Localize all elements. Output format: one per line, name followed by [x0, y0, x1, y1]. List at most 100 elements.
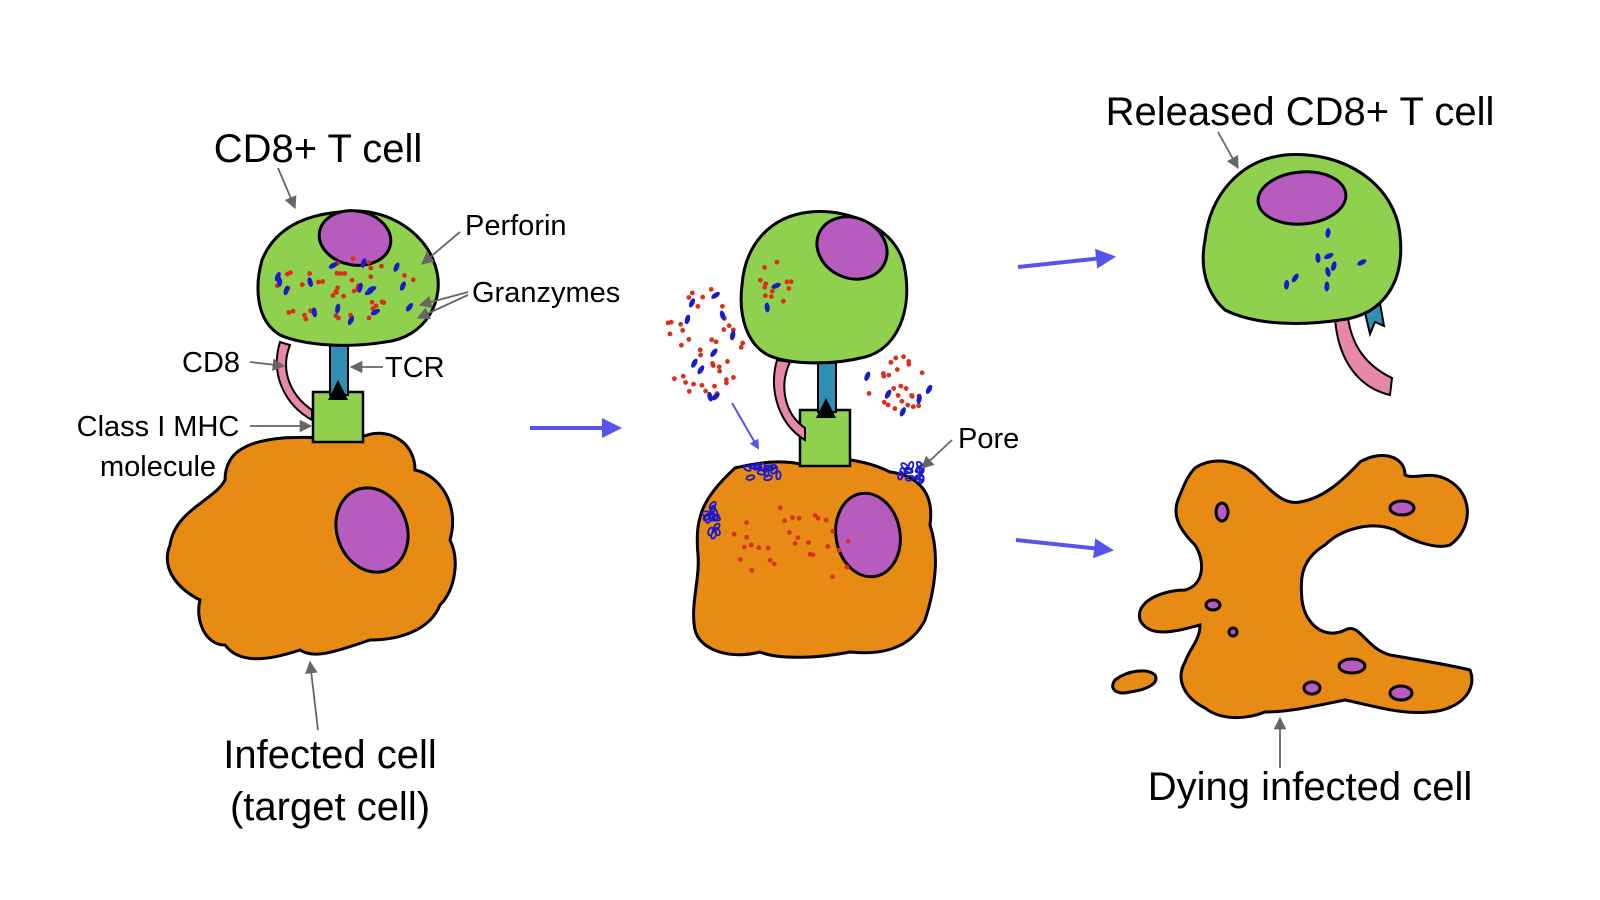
granzyme-dot: [703, 388, 709, 394]
nuclear-fragment-1: [1214, 501, 1230, 523]
granzyme-dot: [894, 367, 900, 372]
granzyme-dot: [795, 535, 801, 541]
panel-1-recognition: CD8+ T cell Perforin Granzymes CD8 TCR C…: [77, 127, 621, 829]
granzyme-dot: [691, 381, 696, 387]
granzyme-dot: [338, 271, 344, 276]
released-t-cell-label: Released CD8+ T cell: [1106, 90, 1495, 134]
perforin-granule: [307, 277, 313, 288]
perforin-pore-subunit: [907, 461, 915, 471]
flow-arrow-2: [1017, 248, 1116, 269]
perforin-pore-subunit: [905, 474, 915, 482]
perforin-granule: [1324, 253, 1334, 260]
granzyme-dot: [712, 383, 717, 389]
granzyme-dot: [756, 545, 762, 551]
granzyme-dot: [906, 361, 912, 367]
granzyme-dot: [825, 544, 831, 549]
granzyme-dot: [901, 354, 906, 360]
granzyme-dot: [790, 515, 795, 520]
granzyme-dot: [678, 342, 684, 348]
granzyme-dot: [765, 545, 771, 551]
granzyme-dot: [700, 294, 706, 300]
perforin-granule: [360, 258, 367, 268]
antigen-peptide-triangle: [328, 380, 348, 400]
perforin-granule: [711, 291, 720, 299]
granzyme-dot: [686, 336, 692, 342]
granzyme-dot: [898, 383, 904, 389]
granzyme-dot: [886, 372, 892, 378]
perforin-granule: [370, 308, 380, 316]
granzyme-dot: [844, 564, 850, 570]
perforin-granule: [697, 365, 705, 375]
cd8-pointer: [249, 358, 286, 371]
t-cell-granules: [274, 256, 416, 326]
granzyme-dot: [774, 259, 780, 265]
granzyme-dot: [303, 316, 309, 322]
granzyme-dot: [299, 282, 305, 287]
perforin-granule: [884, 389, 892, 399]
granzyme-dot: [796, 515, 802, 521]
granzyme-dot: [786, 530, 792, 535]
perforin-granule: [864, 371, 871, 381]
perforin-granule: [399, 281, 406, 291]
granzyme-dot: [349, 277, 355, 283]
cd8-label: CD8: [182, 347, 240, 379]
granzyme-dot: [288, 270, 293, 276]
granzyme-dot: [668, 319, 674, 325]
perforin-granule: [393, 262, 400, 272]
perforin-granule: [771, 282, 781, 289]
granzyme-dot: [368, 265, 374, 271]
granzyme-dot: [720, 303, 725, 309]
perforin-granule: [719, 310, 726, 321]
released-t-cell: [1201, 153, 1403, 325]
granzyme-dot: [672, 376, 677, 382]
granzyme-dot: [888, 359, 894, 365]
granzyme-dot: [708, 286, 714, 292]
granzyme-dot: [891, 386, 897, 391]
infected-cell: [165, 431, 457, 661]
perforin-granule: [688, 298, 696, 308]
perforin-pore-subunit: [900, 462, 909, 471]
t-cell-pointer: [277, 167, 297, 210]
granzyme-dot: [723, 377, 729, 383]
perforin-granule: [925, 384, 933, 394]
granzyme-dot: [758, 277, 763, 283]
perforin-granule: [764, 302, 770, 313]
granzyme-dot: [885, 402, 891, 408]
granzyme-dot: [810, 552, 816, 558]
perforin-granule: [684, 314, 691, 325]
granzyme-dot: [667, 331, 673, 337]
granzyme-dot: [307, 271, 313, 276]
granzyme-dot: [763, 281, 769, 287]
granzyme-dot: [823, 517, 829, 523]
granzyme-dot: [320, 279, 326, 284]
granzymes-pointer-2: [416, 294, 469, 319]
granzyme-dot: [680, 373, 686, 379]
apoptotic-body: [1111, 669, 1158, 695]
granzyme-dot: [351, 288, 357, 294]
granzyme-dot: [724, 380, 729, 386]
granzyme-dot: [812, 513, 818, 518]
flow-arrow-3: [1015, 538, 1114, 559]
perforin-granule: [691, 358, 698, 368]
granzyme-dot: [806, 540, 811, 545]
granzyme-dot: [895, 392, 901, 398]
granzyme-dot: [738, 344, 744, 350]
perforin-granule: [1291, 273, 1299, 283]
perforin-label: Perforin: [465, 210, 567, 242]
perforin-granule: [357, 282, 363, 293]
granzyme-dot: [710, 363, 716, 368]
granzyme-dot: [830, 528, 836, 534]
perforin-granule: [1330, 261, 1337, 272]
granzyme-dot: [782, 518, 788, 524]
granzyme-dot: [866, 391, 872, 396]
cd8-t-cell: [256, 209, 440, 347]
nuclear-fragment-6: [1302, 680, 1322, 696]
perforin-granule: [347, 315, 355, 326]
granzyme-dot: [780, 298, 786, 304]
released-t-cell-perforin: [1284, 227, 1367, 292]
antigen-peptide-triangle-panel-2: [816, 398, 836, 418]
granzyme-dot: [683, 380, 688, 385]
perforin-pore-subunit: [709, 504, 717, 515]
granzyme-dot: [342, 271, 348, 276]
granzyme-dot: [369, 299, 375, 305]
